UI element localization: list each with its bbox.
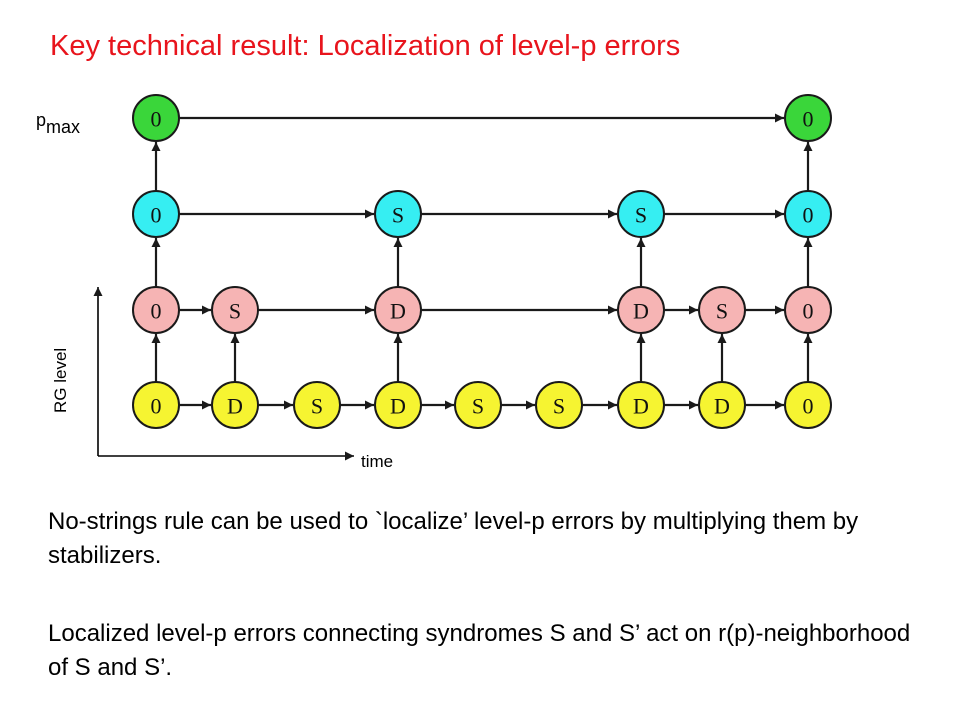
- node-label: S: [553, 394, 565, 419]
- y-axis-label: RG level: [51, 348, 70, 413]
- node: D: [211, 381, 259, 429]
- node-circle: [211, 286, 259, 334]
- node-label: 0: [151, 203, 162, 228]
- node-circle: [617, 381, 665, 429]
- node: 0: [132, 286, 180, 334]
- node-circle: [211, 381, 259, 429]
- node: S: [698, 286, 746, 334]
- node: 0: [132, 381, 180, 429]
- node-circle: [784, 190, 832, 238]
- node: 0: [132, 190, 180, 238]
- top-level-label: pmax: [36, 110, 80, 137]
- node: 0: [784, 94, 832, 142]
- node-circle: [374, 190, 422, 238]
- node: D: [374, 286, 422, 334]
- top-level-label-sub: max: [46, 117, 80, 137]
- node: 0: [132, 94, 180, 142]
- node-circle: [132, 286, 180, 334]
- node-label: D: [633, 299, 649, 324]
- edges-layer: [151, 113, 813, 410]
- node: D: [374, 381, 422, 429]
- node-label: 0: [151, 299, 162, 324]
- node: 0: [784, 381, 832, 429]
- node-circle: [698, 286, 746, 334]
- node-label: D: [633, 394, 649, 419]
- node-circle: [374, 286, 422, 334]
- paragraph-localized-errors: Localized level-p errors connecting synd…: [48, 620, 911, 681]
- node-label: 0: [803, 394, 814, 419]
- node-label: S: [229, 299, 241, 324]
- node: D: [617, 381, 665, 429]
- node-label: D: [390, 299, 406, 324]
- top-level-label-main: p: [36, 110, 46, 130]
- node-label: S: [716, 299, 728, 324]
- node-label: S: [311, 394, 323, 419]
- node: S: [454, 381, 502, 429]
- node: S: [617, 190, 665, 238]
- node-label: D: [390, 394, 406, 419]
- node-circle: [454, 381, 502, 429]
- node-label: S: [392, 203, 404, 228]
- node: S: [535, 381, 583, 429]
- node-label: 0: [803, 299, 814, 324]
- node: 0: [784, 286, 832, 334]
- node-circle: [784, 381, 832, 429]
- node: 0: [784, 190, 832, 238]
- node-circle: [374, 381, 422, 429]
- node-label: 0: [803, 203, 814, 228]
- node-label: 0: [151, 394, 162, 419]
- node-circle: [784, 286, 832, 334]
- node-label: D: [227, 394, 243, 419]
- node-circle: [293, 381, 341, 429]
- slide-title: Key technical result: Localization of le…: [50, 30, 681, 62]
- node: S: [293, 381, 341, 429]
- node-circle: [617, 190, 665, 238]
- node-label: 0: [803, 107, 814, 132]
- node: D: [698, 381, 746, 429]
- node-label: 0: [151, 107, 162, 132]
- node: S: [374, 190, 422, 238]
- x-axis-label: time: [361, 452, 393, 471]
- node-circle: [617, 286, 665, 334]
- node-circle: [698, 381, 746, 429]
- node: D: [617, 286, 665, 334]
- node: S: [211, 286, 259, 334]
- node-circle: [132, 190, 180, 238]
- node-circle: [132, 381, 180, 429]
- node-label: S: [472, 394, 484, 419]
- node-circle: [784, 94, 832, 142]
- paragraph-localization-rule: No-strings rule can be used to `localize…: [48, 508, 859, 569]
- node-circle: [535, 381, 583, 429]
- node-label: D: [714, 394, 730, 419]
- node-label: S: [635, 203, 647, 228]
- node-circle: [132, 94, 180, 142]
